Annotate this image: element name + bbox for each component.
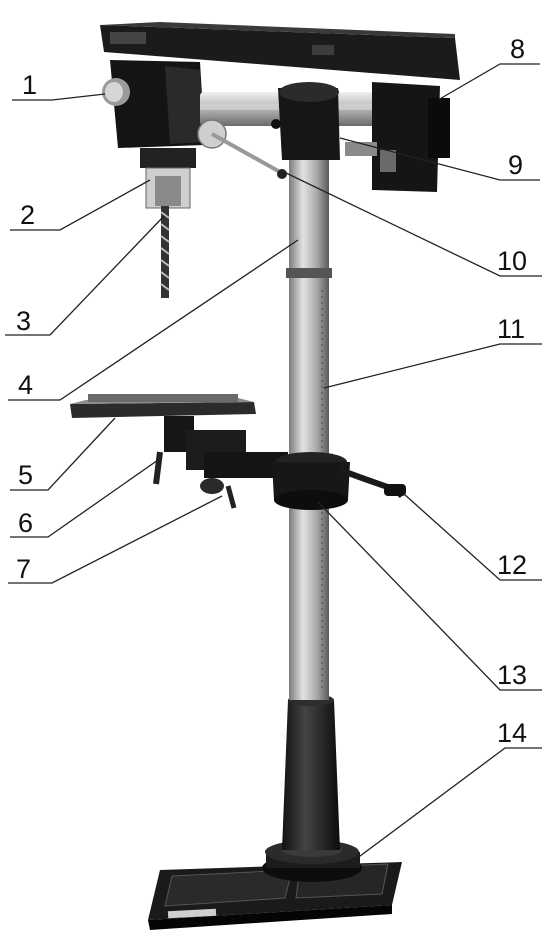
leader-line-5 (10, 417, 116, 491)
label-14: 14 (497, 718, 527, 748)
part-labels: 1 2 3 4 5 6 7 8 9 10 11 12 13 14 (16, 34, 527, 748)
label-8: 8 (510, 34, 525, 64)
label-3: 3 (16, 306, 31, 336)
leader-line-1 (12, 93, 106, 101)
label-1: 1 (22, 70, 37, 100)
feed-handle (197, 119, 287, 179)
head (100, 22, 460, 80)
label-11: 11 (497, 314, 525, 344)
leader-line-12 (403, 493, 542, 581)
label-4: 4 (18, 370, 33, 400)
label-7: 7 (16, 554, 31, 584)
leader-line-4 (8, 239, 299, 401)
leader-line-14 (351, 747, 542, 863)
motor-housing (102, 60, 205, 148)
label-2: 2 (20, 200, 35, 230)
chuck (140, 148, 196, 209)
table-arm (153, 430, 288, 509)
leader-line-11 (323, 343, 542, 389)
leader-line-10 (283, 171, 542, 277)
leader-line-7 (8, 495, 223, 584)
label-5: 5 (18, 460, 33, 490)
leader-line-6 (10, 459, 159, 538)
drill-press-illustration (70, 22, 460, 930)
label-13: 13 (497, 660, 527, 690)
leader-line-3 (5, 215, 165, 336)
leader-line-2 (10, 179, 151, 231)
label-10: 10 (497, 246, 527, 276)
leader-line-8 (437, 63, 540, 101)
column-sleeve (282, 694, 340, 850)
label-9: 9 (508, 150, 523, 180)
column-head-clamp (271, 82, 340, 160)
leader-line-9 (339, 137, 540, 181)
leader-lines (5, 63, 542, 863)
label-12: 12 (497, 550, 527, 580)
rear-housing (345, 82, 450, 192)
label-6: 6 (18, 508, 33, 538)
drill-bit (160, 206, 170, 298)
leader-line-13 (317, 501, 542, 691)
column (286, 150, 332, 700)
table-column-collar (272, 452, 406, 510)
